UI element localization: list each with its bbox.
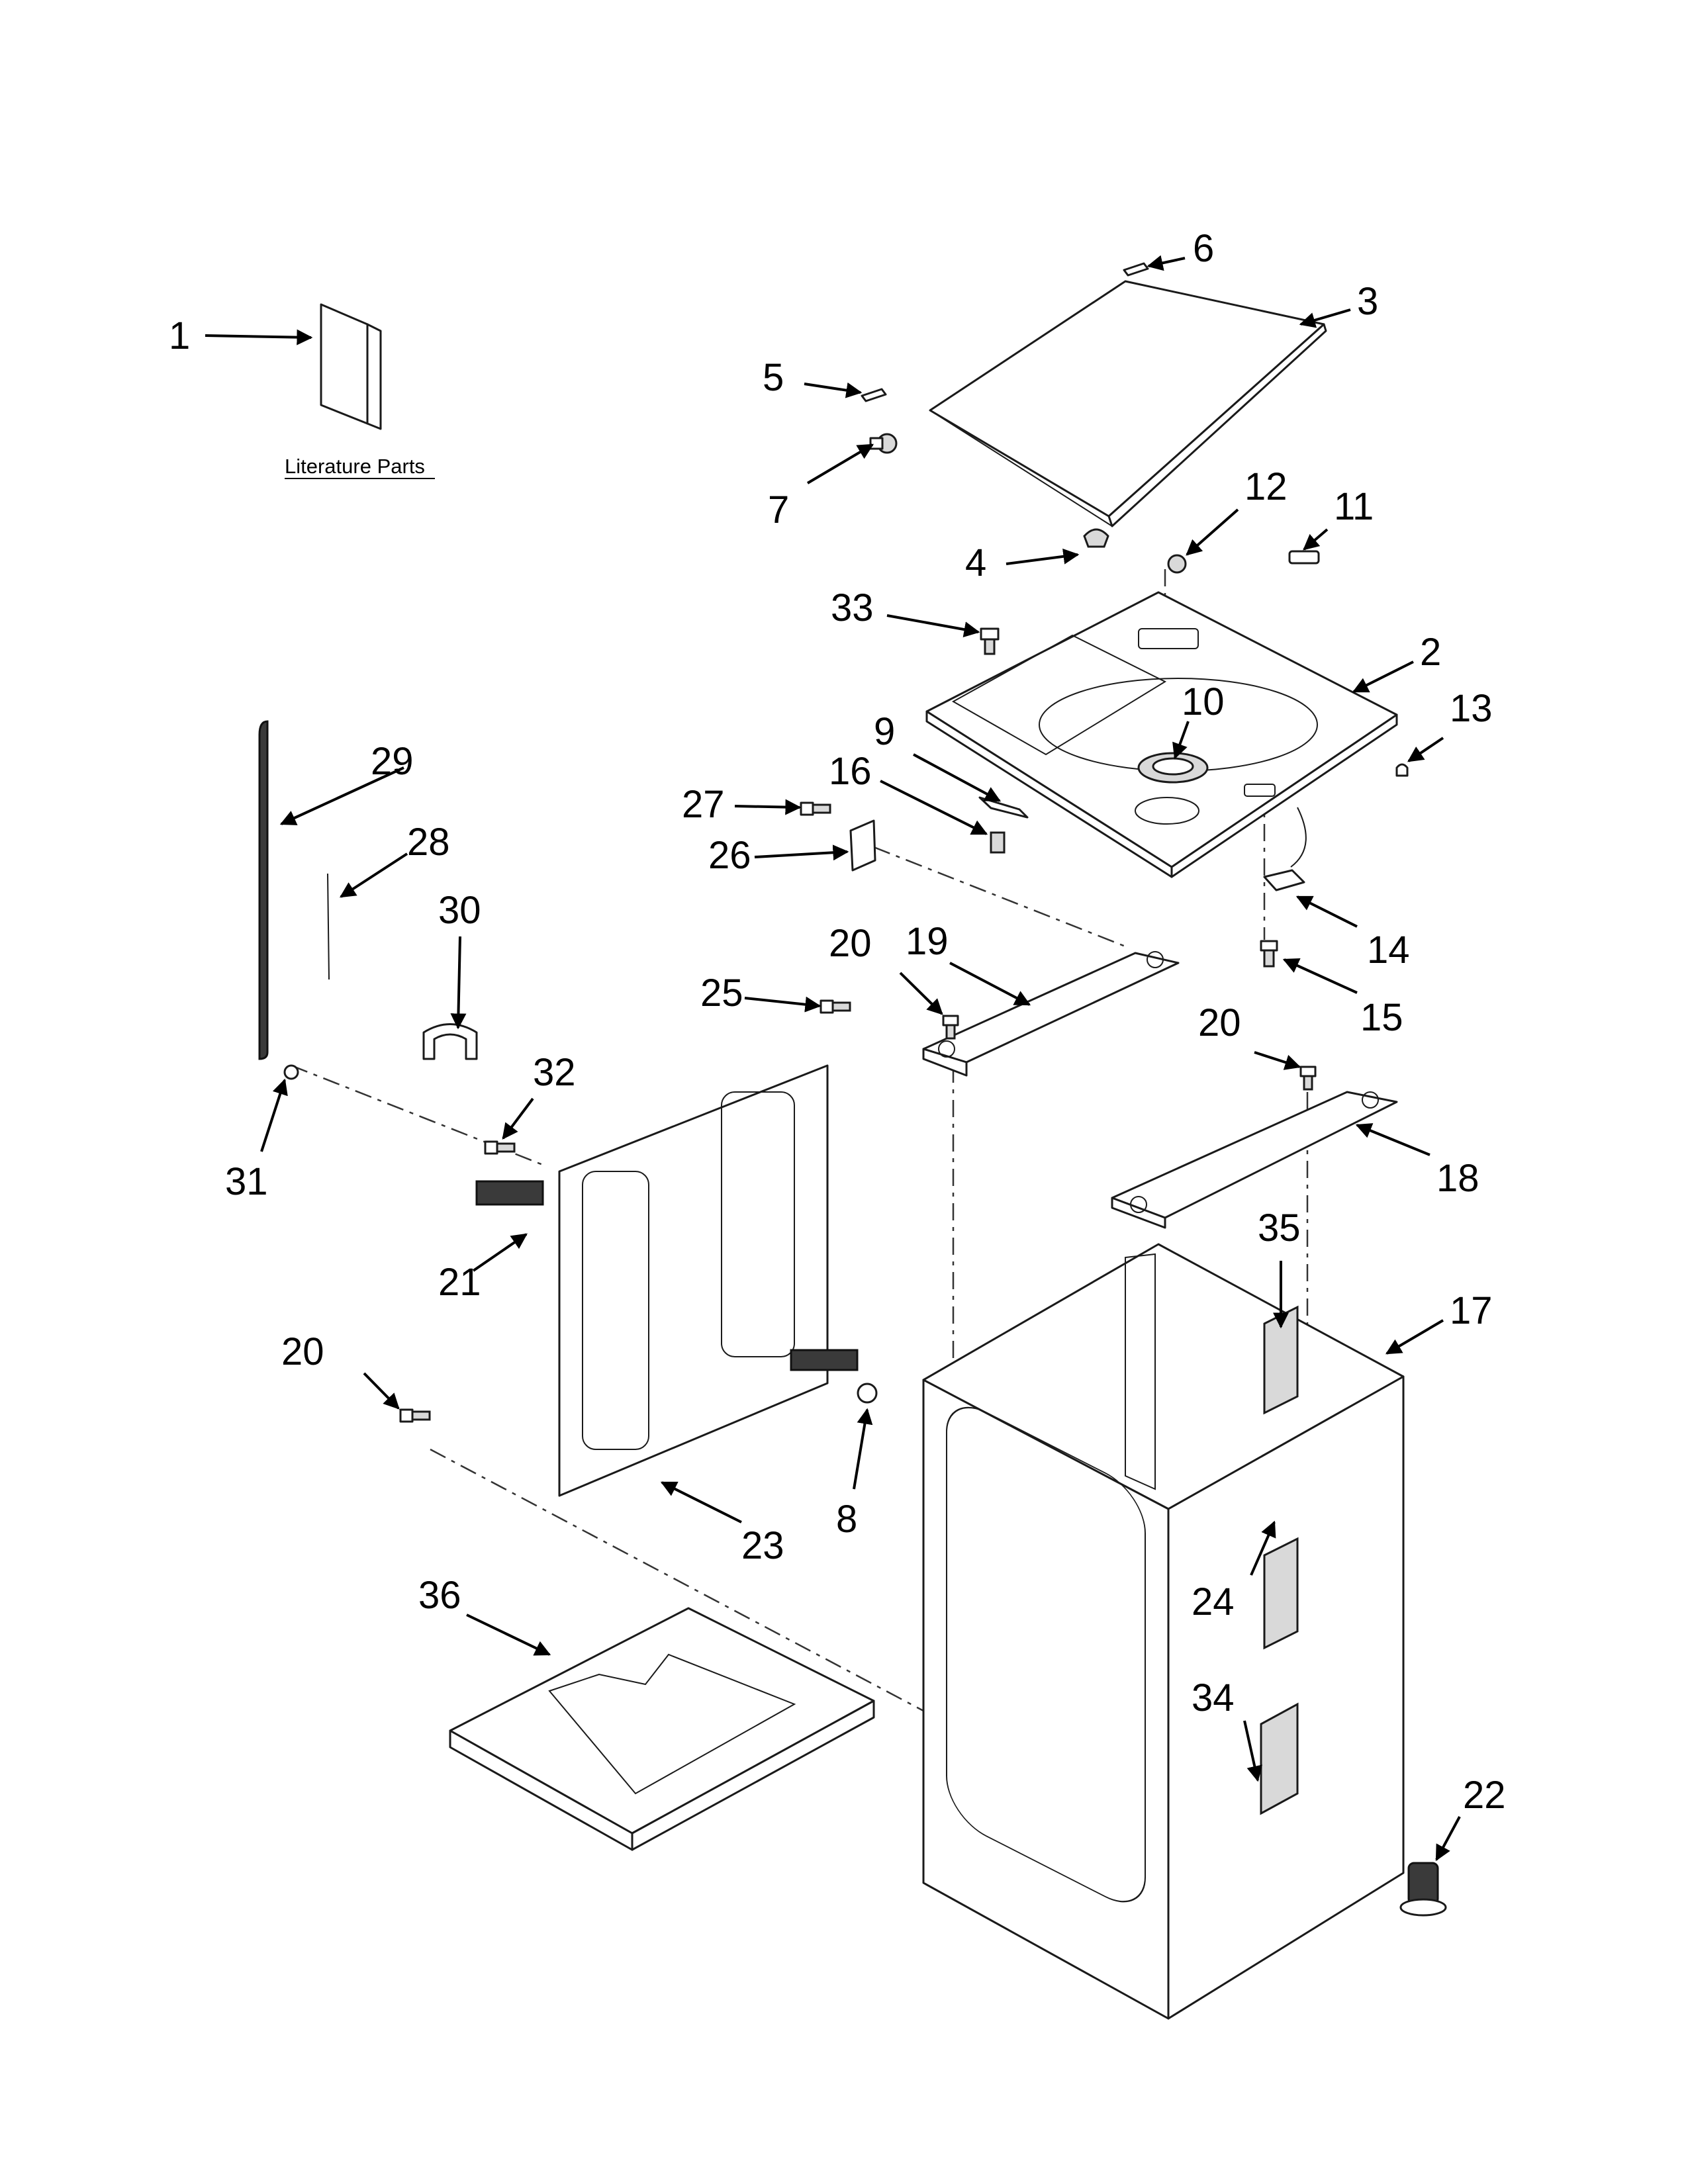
callout-5: 5 (763, 356, 784, 399)
callout-19: 19 (906, 920, 949, 963)
base-tray (449, 1607, 875, 1851)
callout-26: 26 (708, 834, 751, 877)
leveling-foot (1399, 1862, 1447, 1917)
callout-20c: 20 (281, 1330, 324, 1373)
callout-28: 28 (407, 821, 450, 864)
callout-20b: 20 (1198, 1001, 1241, 1044)
callout-11: 11 (1334, 485, 1374, 528)
callout-35: 35 (1258, 1206, 1301, 1250)
rear-panel (558, 1064, 829, 1497)
callout-29: 29 (371, 740, 414, 783)
callout-34: 34 (1192, 1676, 1235, 1719)
callout-14: 14 (1367, 929, 1410, 972)
callout-22: 22 (1463, 1774, 1506, 1817)
drain-hose-assembly (258, 720, 478, 1080)
callout-23: 23 (741, 1524, 784, 1567)
callout-4: 4 (965, 541, 986, 584)
callout-10: 10 (1182, 680, 1225, 723)
callout-numbers: 1 2 3 4 5 6 7 8 9 10 11 12 13 14 15 16 1… (169, 227, 1506, 1817)
callout-7: 7 (768, 488, 789, 531)
cabinet (922, 1243, 1405, 2020)
callout-17: 17 (1450, 1289, 1493, 1332)
callout-24: 24 (1192, 1580, 1235, 1623)
lid-switch-and-screws (978, 627, 1307, 968)
callout-18: 18 (1436, 1157, 1479, 1200)
callout-27: 27 (682, 783, 725, 826)
callout-6: 6 (1193, 227, 1214, 270)
callout-20a: 20 (829, 922, 872, 965)
literature-caption: Literature Parts (285, 455, 425, 478)
callout-2: 2 (1420, 631, 1441, 674)
callout-31: 31 (225, 1160, 268, 1203)
callout-12: 12 (1244, 465, 1288, 508)
brackets-left (800, 801, 876, 1014)
top-rail-rear (1111, 1066, 1398, 1229)
top-cover (925, 591, 1398, 878)
callout-9: 9 (874, 710, 895, 753)
callout-21: 21 (438, 1261, 481, 1304)
callout-30: 30 (438, 889, 481, 932)
callout-1: 1 (169, 314, 190, 357)
callout-8: 8 (836, 1498, 857, 1541)
callout-13: 13 (1450, 687, 1493, 730)
screw-32 (484, 1140, 516, 1155)
literature-booklet (320, 303, 382, 430)
inlet-and-fasteners (399, 1180, 878, 1423)
callout-15: 15 (1360, 996, 1403, 1039)
callout-25: 25 (700, 972, 743, 1015)
leader-arrows (205, 255, 1461, 1862)
top-rail-front (922, 951, 1180, 1077)
callout-36: 36 (418, 1574, 461, 1617)
callout-3: 3 (1357, 280, 1378, 323)
washer-lid (929, 280, 1327, 527)
callout-16: 16 (829, 750, 872, 793)
callout-33: 33 (831, 586, 874, 629)
callout-32: 32 (533, 1051, 576, 1094)
lid-hardware (861, 262, 1409, 777)
